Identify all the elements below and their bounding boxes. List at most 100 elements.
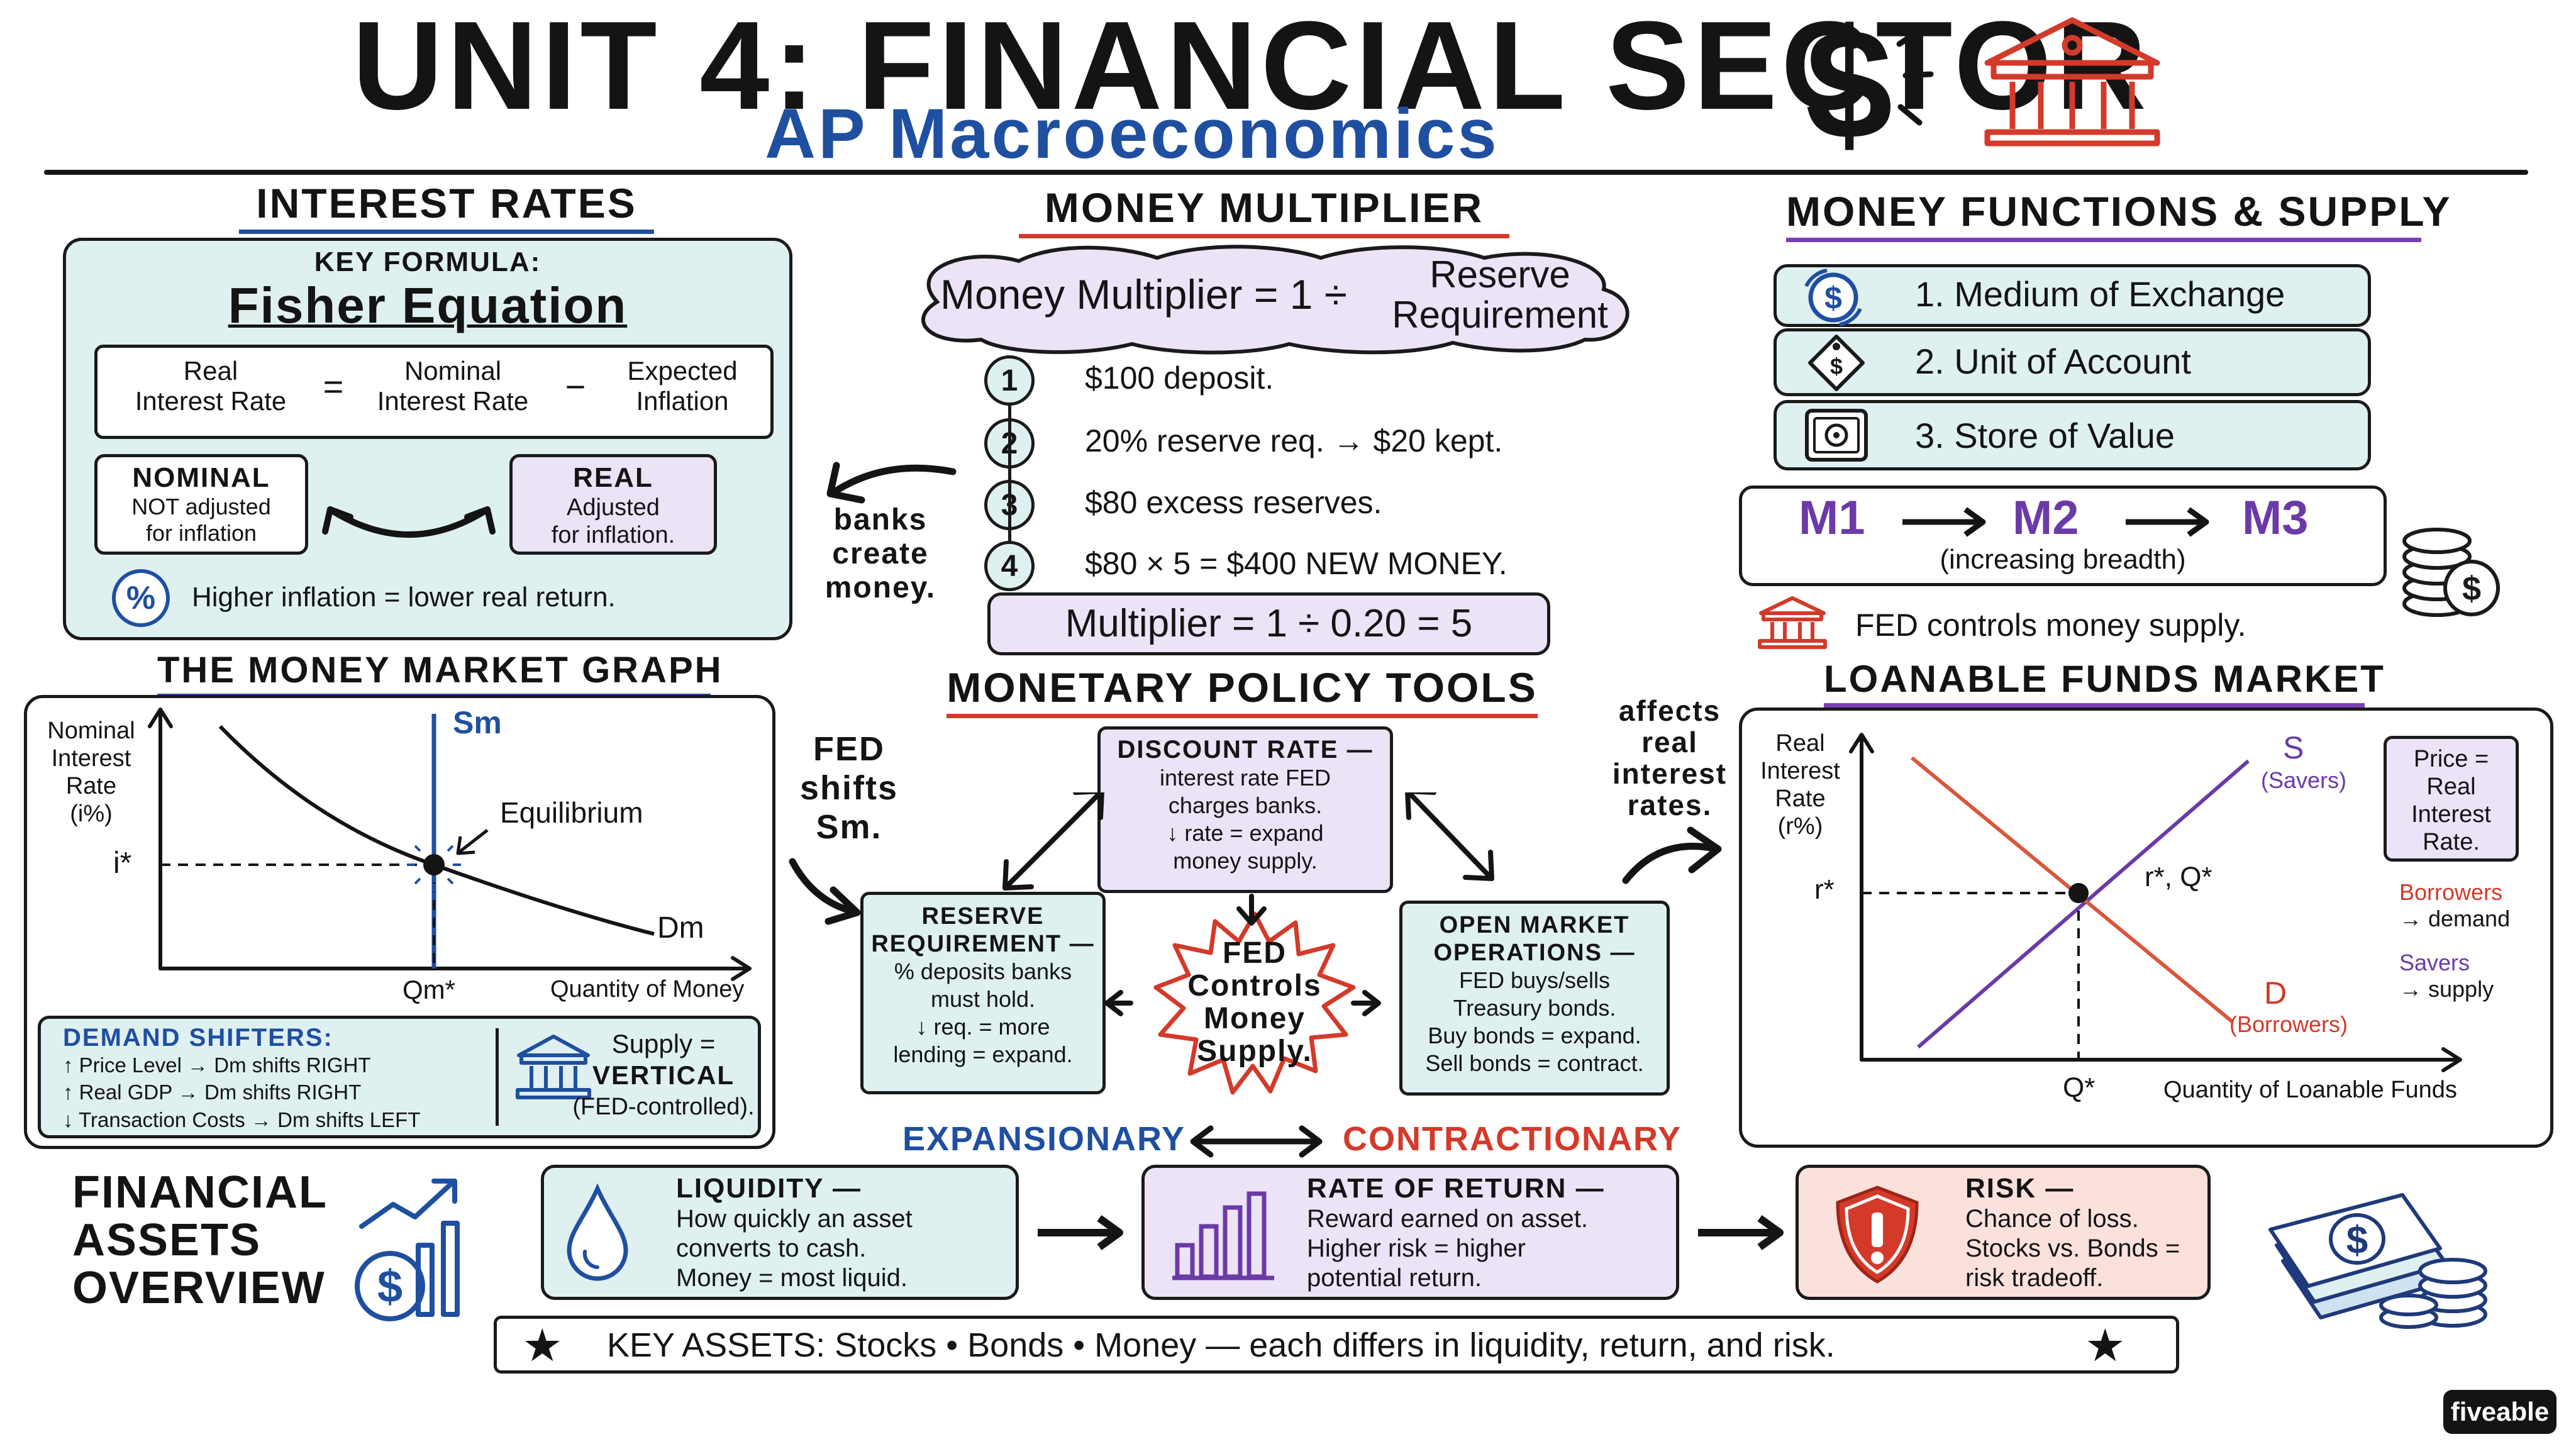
lf-x-axis-label: Quantity of Loanable Funds [2163, 1077, 2457, 1103]
lf-demand-note: → demand [2399, 906, 2511, 931]
m3-label: M3 [2242, 491, 2309, 545]
money-multiplier-heading: MONEY MULTIPLIER [1019, 184, 1509, 238]
money-functions-heading: MONEY FUNCTIONS & SUPPLY [1786, 187, 2450, 242]
m2-m3-arrow [2126, 507, 2209, 537]
fed-shifts-arrow [789, 858, 861, 925]
open-market-box: OPEN MARKET OPERATIONS — FED buys/sells … [1399, 901, 1670, 1096]
m1-label: M1 [1799, 491, 1865, 545]
bar-chart-icon [1172, 1191, 1274, 1280]
mm-sm-label: Sm [453, 705, 502, 740]
dollar-exchange-icon: $ [1804, 269, 1862, 326]
safe-icon [1805, 409, 1868, 462]
mm-equilibrium-point [423, 854, 445, 875]
liquidity-text: LIQUIDITY — How quickly an asset convert… [676, 1173, 913, 1292]
expansionary-label: EXPANSIONARY [902, 1120, 1186, 1158]
shifters-divider [496, 1028, 499, 1126]
right-star-icon: ★ [2085, 1321, 2126, 1371]
fed-bank-icon [516, 1035, 591, 1099]
water-drop-icon [567, 1183, 628, 1281]
step-1-text: $100 deposit. [1085, 360, 1274, 396]
step-2-text: 20% reserve req. → $20 kept. [1085, 423, 1503, 458]
function-store-of-value [1774, 400, 2371, 470]
demand-shifters-box [38, 1016, 761, 1138]
step-connector [1008, 406, 1011, 544]
multiplier-result: Multiplier = 1 ÷ 0.20 = 5 [987, 592, 1550, 655]
page-subtitle: AP Macroeconomics [765, 94, 1499, 173]
m2-label: M2 [2012, 491, 2079, 545]
fiveable-brand: fiveable [2443, 1390, 2557, 1434]
inflation-note: Higher inflation = lower real return. [192, 582, 616, 613]
double-arrow-icon [322, 506, 496, 538]
svg-text:$: $ [1805, 6, 1892, 157]
formula-cloud [921, 245, 1629, 355]
loanable-funds-heading: LOANABLE FUNDS MARKET [1824, 657, 2384, 708]
mm-x-axis-label: Quantity of Money [550, 976, 745, 1002]
contractionary-label: CONTRACTIONARY [1343, 1120, 1682, 1158]
liquidity-to-return-arrow [1038, 1215, 1123, 1250]
key-assets-banner [494, 1316, 2179, 1374]
growth-money-icon: $ [355, 1179, 460, 1321]
mm-dm-label: Dm [657, 911, 704, 945]
risk-text: RISK — Chance of loss. Stocks vs. Bonds … [1965, 1173, 2180, 1292]
svg-text:$: $ [2346, 1219, 2368, 1262]
coin-stack-icon: $ [2402, 528, 2500, 617]
lf-savers-tag: (Savers) [2261, 767, 2347, 793]
fisher-formula-box [94, 345, 774, 439]
affects-arrow [1622, 826, 1722, 884]
cash-and-coins-icon: $ [2268, 1193, 2487, 1329]
money-aggregates-box [1739, 486, 2387, 586]
svg-text:$: $ [2462, 570, 2481, 608]
function-medium-of-exchange [1774, 264, 2371, 327]
function-medium-label: 1. Medium of Exchange [1915, 274, 2285, 314]
bank-building-icon [1984, 17, 2160, 147]
step-4-badge: 4 [984, 541, 1035, 591]
interest-rates-heading: INTEREST RATES [239, 179, 654, 234]
demand-shifters-title: DEMAND SHIFTERS: [63, 1024, 333, 1052]
policy-arrows [1002, 792, 1494, 1016]
banks-arrow [826, 462, 957, 504]
key-assets-text: KEY ASSETS: Stocks • Bonds • Money — eac… [607, 1326, 1835, 1364]
mm-equilibrium-burst [407, 838, 461, 892]
return-to-risk-arrow [1698, 1215, 1784, 1250]
mm-demand-curve [218, 724, 655, 936]
lf-equilibrium-label: r*, Q* [2145, 862, 2212, 892]
shield-alert-icon [1836, 1185, 1919, 1284]
mm-equilibrium-label: Equilibrium [500, 796, 643, 829]
small-bank-icon [1758, 596, 1827, 649]
interest-rates-panel [63, 238, 792, 640]
m1-m2-arrow [1902, 507, 1986, 537]
fisher-equation-title: Fisher Equation [228, 277, 628, 333]
lf-supply-line [1917, 759, 2250, 1049]
function-unit-of-account [1774, 328, 2371, 396]
lf-supply-label: S [2283, 730, 2304, 765]
step-1-badge: 1 [984, 355, 1035, 406]
lf-borrowers-note: Borrowers [2399, 879, 2503, 905]
reserve-requirement-box: RESERVE REQUIREMENT — % deposits banks m… [860, 892, 1106, 1094]
loanable-funds-graph [1849, 733, 2462, 1072]
money-market-graph [148, 708, 752, 981]
lf-rstar-label: r* [1814, 874, 1835, 905]
left-star-icon: ★ [522, 1321, 563, 1371]
lf-demand-label: D [2264, 975, 2287, 1011]
svg-text:$: $ [1830, 353, 1843, 379]
money-market-heading: THE MONEY MARKET GRAPH [157, 649, 721, 698]
demand-shifter-2: ↑ Real GDP → Dm shifts RIGHT [63, 1080, 362, 1104]
price-tag-icon: $ [1808, 335, 1865, 391]
lf-equilibrium-point [2068, 883, 2089, 903]
nominal-box: NOMINAL NOT adjusted for inflation [94, 454, 308, 555]
mm-istar-label: i* [113, 847, 132, 880]
mm-qm-label: Qm* [402, 975, 455, 1004]
function-store-label: 3. Store of Value [1915, 416, 2175, 455]
function-unit-label: 2. Unit of Account [1915, 341, 2191, 381]
